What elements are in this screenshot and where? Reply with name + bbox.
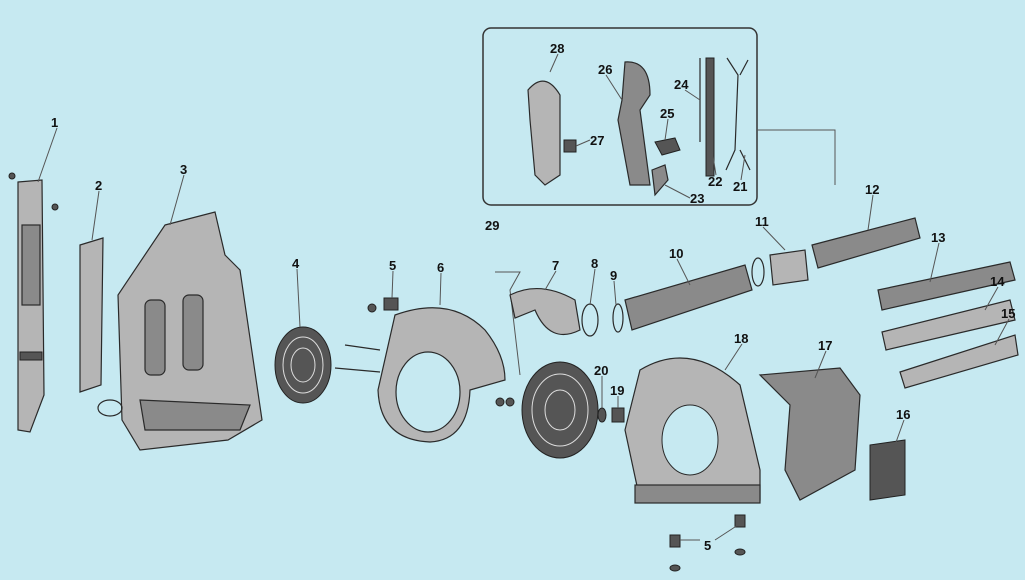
callout-13: 13 (931, 230, 945, 245)
part-handle-left (527, 80, 561, 186)
callout-7: 7 (552, 258, 559, 273)
part-lever (654, 137, 681, 156)
callout-17: 17 (818, 338, 832, 353)
inset-connector-line (757, 129, 836, 185)
part-cable-clip (725, 57, 751, 171)
part-shoulder-strap (8, 172, 59, 433)
part-nozzle-15 (899, 334, 1019, 389)
part-washer (597, 407, 607, 423)
callout-19: 19 (610, 383, 624, 398)
callout-14: 14 (990, 274, 1005, 289)
callout-2: 2 (95, 178, 102, 193)
part-clamp (581, 303, 599, 337)
callout-18: 18 (734, 331, 748, 346)
part-back-pad (79, 237, 104, 393)
callout-26: 26 (598, 62, 612, 77)
callout-23: 23 (690, 191, 704, 206)
part-blower-pipe (811, 217, 921, 269)
part-nozzle-13 (877, 261, 1016, 311)
callout-5-mounts: 5 (704, 538, 711, 553)
part-bushing (611, 407, 625, 423)
callout-29: 29 (485, 218, 499, 233)
part-intake-grille (274, 326, 332, 404)
part-spring-cable (705, 57, 715, 177)
callout-25: 25 (660, 106, 674, 121)
callout-3: 3 (180, 162, 187, 177)
callout-4: 4 (292, 256, 300, 271)
callout-21: 21 (733, 179, 747, 194)
callout-20: 20 (594, 363, 608, 378)
callout-24: 24 (674, 77, 689, 92)
part-ring (612, 303, 624, 333)
callout-labels: 1 2 3 4 5 6 7 8 9 10 11 12 13 14 15 16 1… (51, 41, 1015, 553)
part-elbow (509, 287, 581, 336)
callout-5: 5 (389, 258, 396, 273)
part-mounts (669, 514, 746, 572)
part-backpack-frame (97, 211, 263, 451)
leader-lines (37, 53, 1010, 541)
part-trigger (651, 164, 669, 197)
callout-9: 9 (610, 268, 617, 283)
part-main-housing (624, 357, 761, 504)
callout-12: 12 (865, 182, 879, 197)
part-fan-housing-half (377, 307, 506, 443)
callout-16: 16 (896, 407, 910, 422)
callout-28: 28 (550, 41, 564, 56)
part-flex-hose (624, 264, 753, 331)
callout-1: 1 (51, 115, 58, 130)
callout-6: 6 (437, 260, 444, 275)
part-recoil-starter (869, 439, 906, 501)
callout-22: 22 (708, 174, 722, 189)
callout-27: 27 (590, 133, 604, 148)
pipe-assembly-line (495, 271, 521, 376)
callout-10: 10 (669, 246, 683, 261)
callout-8: 8 (591, 256, 598, 271)
part-engine-cover (758, 367, 861, 501)
part-bolts-washers (334, 297, 399, 373)
part-handle-right (617, 61, 651, 186)
part-fan-impeller (495, 361, 599, 459)
part-switch (563, 139, 577, 153)
part-coupler (769, 249, 809, 286)
callout-11: 11 (755, 214, 769, 229)
part-nozzle-14 (881, 299, 1016, 351)
callout-15: 15 (1001, 306, 1015, 321)
